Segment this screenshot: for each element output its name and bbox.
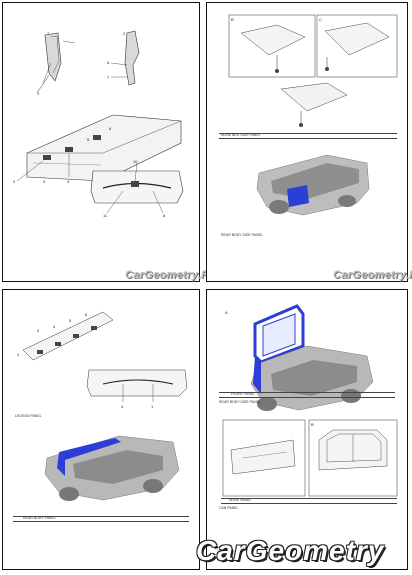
callout-label: 5 <box>69 318 72 323</box>
brand-logo: CarGeometry <box>196 535 385 566</box>
bed-side-panel-diagram <box>228 14 398 216</box>
callout-label: 6 <box>109 126 112 131</box>
legend-label: CAB PANEL <box>219 506 239 510</box>
callout-label: 5 <box>87 137 90 142</box>
callout-label: 7 <box>107 75 110 80</box>
callout-label: A <box>225 310 228 315</box>
callout-label: B <box>311 422 314 427</box>
rear-body-panel-diagram <box>22 311 188 501</box>
callout-label: C <box>319 17 322 22</box>
legend-label: REAR BODY SIDE PANEL <box>219 400 261 404</box>
manual-page-2: B C NONE BED SIDE PANEL REAR BODY SIDE P… <box>206 2 412 282</box>
callout-label: 8 <box>163 213 166 218</box>
manual-page-4: A B FRONT PANEL REAR BODY SIDE PANEL NON… <box>206 289 408 570</box>
manual-page-3: 3 4 5 6 2 4 1 LEGEND PANEL REAR BODY PAN… <box>2 289 200 570</box>
callout-label: 6 <box>85 312 88 317</box>
callout-label: 2 <box>123 31 126 36</box>
watermark: CarGeometry.Ru <box>125 269 217 281</box>
legend-divider <box>13 521 189 522</box>
legend-divider <box>13 516 189 517</box>
callout-label: 1 <box>151 404 154 409</box>
callout-label: 2 <box>13 179 16 184</box>
callout-label: 10 <box>133 159 138 164</box>
legend-divider <box>221 503 397 504</box>
legend-label: FRONT PANEL <box>231 392 256 396</box>
watermark: CarGeometry.Ru <box>333 269 412 281</box>
legend-label: LEGEND PANEL <box>15 414 42 418</box>
callout-label: 4 <box>121 404 124 409</box>
legend-label: NONE PANEL <box>229 498 252 502</box>
callout-label: 3 <box>37 328 40 333</box>
callout-label: B <box>231 17 234 22</box>
callout-label: 5 <box>107 60 110 65</box>
legend-label: NONE BED SIDE PANEL <box>221 133 261 137</box>
tailgate-hinge-diagram <box>16 30 184 214</box>
legend-divider <box>219 397 395 398</box>
legend-divider <box>219 392 395 393</box>
cab-panel-diagram <box>222 304 398 497</box>
callout-label: 7 <box>47 31 50 36</box>
callout-label: 4 <box>67 179 70 184</box>
callout-label: 2 <box>17 352 20 357</box>
legend-label: REAR BODY PANEL <box>23 516 56 520</box>
callout-label: 11 <box>103 213 108 218</box>
callout-label: 4 <box>53 324 56 329</box>
legend-label: REAR BODY SIDE PANEL <box>221 233 263 237</box>
legend-divider <box>219 138 397 139</box>
callout-label: 3 <box>43 179 46 184</box>
legend-divider <box>219 133 397 134</box>
manual-page-1: 7 1 2 5 7 2 3 4 5 6 10 11 8 CarGeometry.… <box>2 2 216 282</box>
callout-label: 1 <box>37 91 40 96</box>
legend-divider <box>221 498 397 499</box>
